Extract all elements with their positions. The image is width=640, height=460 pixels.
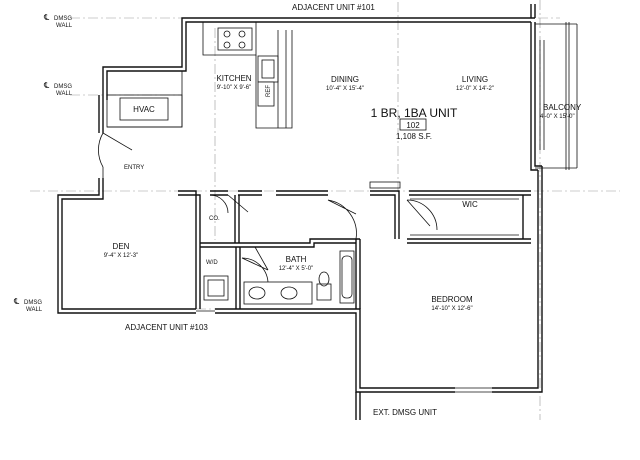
bath-door: [241, 246, 269, 283]
svg-text:1,108 S.F.: 1,108 S.F.: [396, 132, 432, 141]
closet-label: CO.: [209, 216, 220, 222]
svg-text:ENTRY: ENTRY: [124, 165, 144, 171]
svg-text:WALL: WALL: [26, 307, 43, 313]
svg-text:DMSG: DMSG: [54, 84, 72, 90]
svg-text:DMSG: DMSG: [24, 300, 42, 306]
svg-text:DEN: DEN: [113, 242, 130, 251]
wic-door: [406, 199, 438, 231]
svg-text:BEDROOM: BEDROOM: [431, 295, 473, 304]
svg-text:BALCONY: BALCONY: [543, 103, 582, 112]
walk-in-closet: WIC: [410, 198, 519, 236]
svg-text:LIVING: LIVING: [462, 75, 488, 84]
adjacent-unit-top: ADJACENT UNIT #101: [292, 3, 375, 12]
svg-text:9'-10" X 9'-6": 9'-10" X 9'-6": [217, 85, 252, 91]
svg-text:4'-0" X 15'-0": 4'-0" X 15'-0": [540, 114, 575, 120]
bathroom: BATH 12'-4" X 5'-0": [243, 250, 355, 305]
unit-title: 1 BR, 1BA UNIT 102 1,108 S.F.: [371, 106, 458, 141]
svg-text:102: 102: [406, 121, 420, 130]
svg-text:WALL: WALL: [56, 91, 73, 97]
living-room: LIVING 12'-0" X 14'-2": [456, 75, 494, 92]
svg-text:9'-4" X 12'-3": 9'-4" X 12'-3": [104, 253, 139, 259]
kitchen: REF KITCHEN 9'-10" X 9'-6": [202, 22, 293, 129]
demising-wall-bottom: ℄ DMSG WALL: [13, 297, 43, 313]
entry-door: ENTRY: [98, 132, 144, 178]
exterior-walls: [57, 4, 543, 420]
svg-text:WALL: WALL: [56, 23, 73, 29]
svg-text:DINING: DINING: [331, 75, 359, 84]
svg-text:BATH: BATH: [286, 255, 307, 264]
dining-room: DINING 10'-4" X 15'-4": [326, 75, 364, 92]
svg-text:DMSG: DMSG: [54, 16, 72, 22]
svg-text:REF: REF: [266, 85, 272, 97]
svg-text:℄: ℄: [13, 297, 20, 306]
washer-dryer: W/D: [203, 260, 229, 301]
interior-walls: [178, 181, 531, 309]
den: DEN 9'-4" X 12'-3": [104, 242, 139, 259]
balcony: [535, 22, 578, 170]
svg-text:℄: ℄: [43, 81, 50, 90]
svg-text:KITCHEN: KITCHEN: [216, 74, 251, 83]
demising-wall-top: ℄ DMSG WALL: [43, 13, 73, 29]
svg-text:℄: ℄: [43, 13, 50, 22]
demising-wall-mid: ℄ DMSG WALL: [43, 81, 73, 97]
ext-dmsg-unit: EXT. DMSG UNIT: [373, 408, 437, 417]
closet-door: [209, 194, 249, 214]
svg-text:14'-10" X 12'-6": 14'-10" X 12'-6": [431, 306, 472, 312]
adjacent-unit-bottom: ADJACENT UNIT #103: [125, 323, 208, 332]
balcony-label: BALCONY 4'-0" X 15'-0": [540, 103, 582, 120]
svg-text:HVAC: HVAC: [133, 105, 155, 114]
svg-text:12'-4" X 5'-0": 12'-4" X 5'-0": [279, 266, 314, 272]
bedroom: BEDROOM 14'-10" X 12'-6": [431, 295, 473, 312]
svg-text:10'-4" X 15'-4": 10'-4" X 15'-4": [326, 86, 364, 92]
svg-text:WIC: WIC: [462, 200, 478, 209]
svg-text:1 BR, 1BA UNIT: 1 BR, 1BA UNIT: [371, 106, 458, 120]
svg-text:12'-0" X 14'-2": 12'-0" X 14'-2": [456, 86, 494, 92]
windows: [196, 310, 492, 393]
hvac-closet: HVAC: [106, 71, 183, 128]
bedroom-door: [327, 199, 357, 240]
svg-text:W/D: W/D: [206, 260, 218, 266]
